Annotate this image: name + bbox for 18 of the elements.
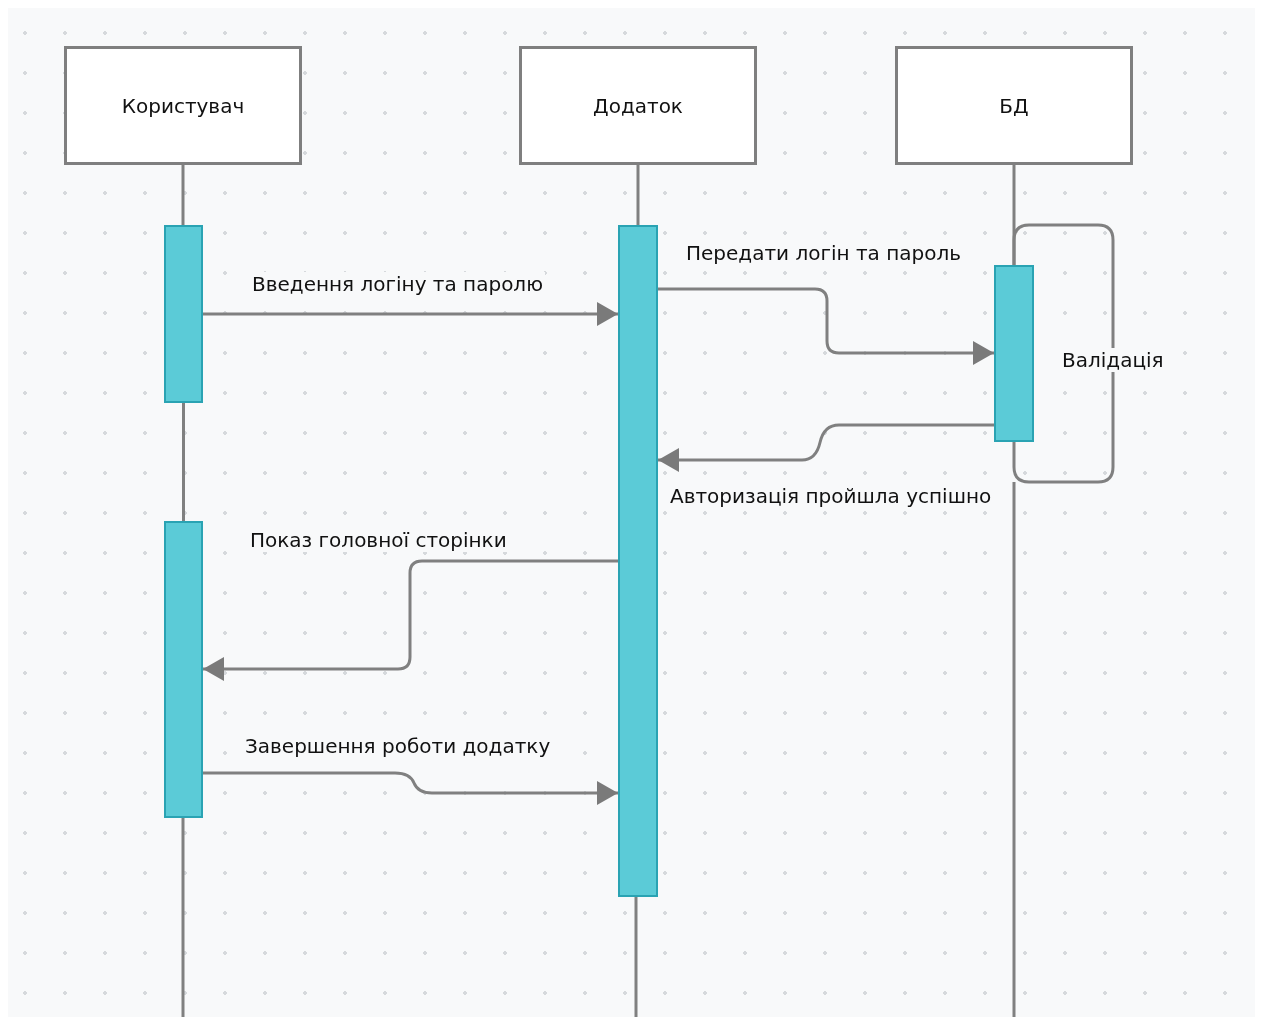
message-arrow [203, 771, 618, 805]
activation-bar [164, 225, 203, 403]
lifeline [181, 165, 185, 225]
message-arrow [658, 423, 994, 472]
message-arrow [203, 559, 618, 681]
loop-line [1012, 223, 1115, 484]
edge-label: Введення логіну та паролю [250, 272, 545, 296]
edge-label: Завершення роботи додатку [243, 734, 553, 758]
lifeline [636, 165, 640, 225]
lifeline [182, 403, 185, 521]
activation-bar [164, 521, 203, 818]
message-arrow [658, 287, 994, 365]
activation-bar [994, 265, 1034, 442]
message-arrow [203, 302, 618, 326]
participant-box: Додаток [519, 46, 757, 165]
participant-box: БД [895, 46, 1133, 165]
participant-box: Користувач [64, 46, 302, 165]
activation-bar [618, 225, 658, 897]
